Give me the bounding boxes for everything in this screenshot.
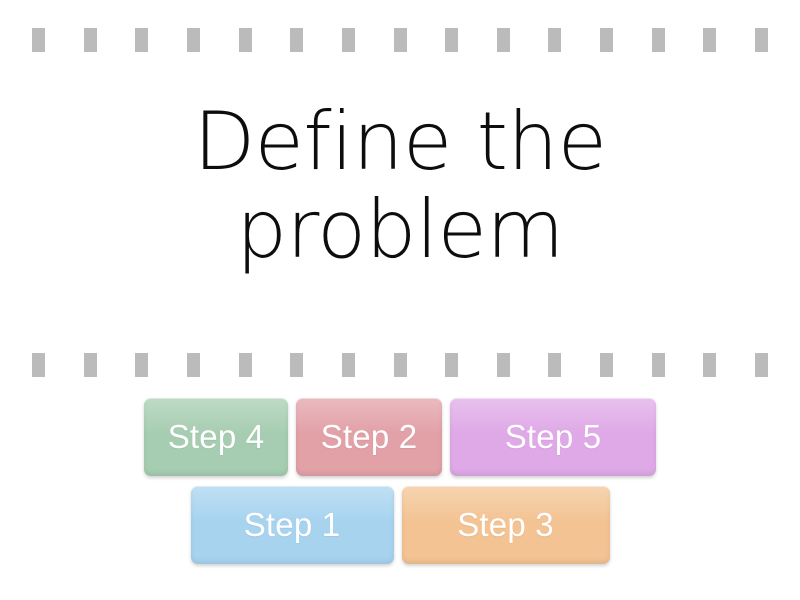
dash-mark <box>84 28 97 52</box>
dash-mark <box>548 28 561 52</box>
dash-mark <box>548 353 561 377</box>
dash-mark <box>239 28 252 52</box>
dashed-separator-top <box>0 28 800 52</box>
dash-mark <box>239 353 252 377</box>
answer-tile-step-4[interactable]: Step 4 <box>144 398 288 476</box>
question-prompt: Define the problem <box>0 98 800 274</box>
dash-mark <box>755 353 768 377</box>
dash-mark <box>652 28 665 52</box>
question-prompt-line-2: problem <box>236 183 564 276</box>
dash-mark <box>394 353 407 377</box>
question-prompt-line-1: Define the <box>193 95 607 188</box>
dash-mark <box>445 28 458 52</box>
dash-mark <box>187 28 200 52</box>
dash-mark <box>290 353 303 377</box>
answer-row-1: Step 4 Step 2 Step 5 <box>0 398 800 476</box>
dash-mark <box>32 353 45 377</box>
answer-tile-step-2[interactable]: Step 2 <box>296 398 442 476</box>
answer-tile-step-3[interactable]: Step 3 <box>401 486 610 564</box>
dash-mark <box>600 28 613 52</box>
dash-mark <box>703 353 716 377</box>
dash-mark <box>755 28 768 52</box>
dash-mark <box>394 28 407 52</box>
answer-tile-step-1[interactable]: Step 1 <box>190 486 394 564</box>
dash-mark <box>497 28 510 52</box>
dash-mark <box>703 28 716 52</box>
dash-mark <box>84 353 97 377</box>
answer-options: Step 4 Step 2 Step 5 Step 1 Step 3 <box>0 398 800 564</box>
dash-mark <box>342 28 355 52</box>
dash-mark <box>290 28 303 52</box>
dash-mark <box>600 353 613 377</box>
dash-mark <box>187 353 200 377</box>
answer-tile-step-5[interactable]: Step 5 <box>450 398 656 476</box>
dashed-separator-middle <box>0 353 800 377</box>
dash-mark <box>32 28 45 52</box>
dash-mark <box>342 353 355 377</box>
answer-row-2: Step 1 Step 3 <box>0 486 800 564</box>
dash-mark <box>135 28 148 52</box>
dash-mark <box>135 353 148 377</box>
dash-mark <box>497 353 510 377</box>
dash-mark <box>652 353 665 377</box>
dash-mark <box>445 353 458 377</box>
